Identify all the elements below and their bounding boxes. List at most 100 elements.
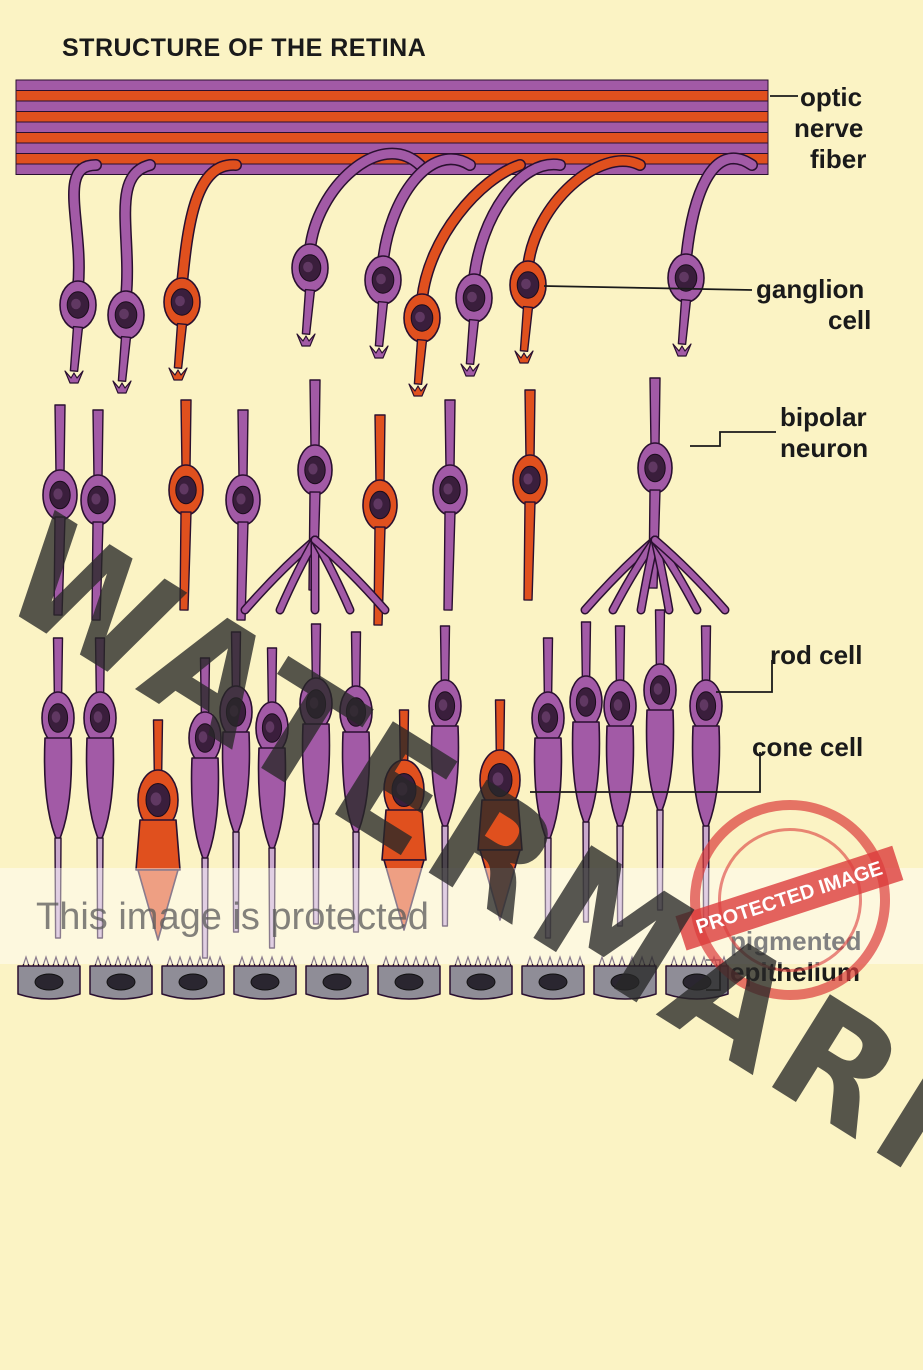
epithelium-villus — [566, 955, 574, 967]
epithelium-villus — [700, 955, 708, 967]
optic-nerve-fiber-bundle — [15, 79, 769, 175]
rod-outer-segment — [201, 857, 209, 959]
nerve-fiber-stripe — [15, 90, 769, 102]
epithelium-villus — [42, 955, 50, 967]
bipolar-axon — [524, 389, 536, 459]
label-optic-nerve-fiber: optic nerve fiber — [794, 82, 866, 175]
epithelium-nucleus — [322, 973, 352, 991]
nucleus-highlight — [150, 792, 162, 806]
nucleus-highlight — [492, 772, 504, 786]
epithelium-villus — [216, 955, 224, 967]
bipolar-dendrite — [523, 501, 536, 601]
epithelium-villus — [206, 955, 214, 967]
epithelium-villus — [268, 955, 276, 967]
nucleus-highlight — [376, 273, 386, 285]
ganglion-axon — [120, 160, 155, 302]
epithelium-nucleus — [250, 973, 280, 991]
synapse-terminal — [296, 333, 316, 347]
epithelium-villus — [608, 955, 616, 967]
bipolar-axon — [444, 399, 456, 469]
ganglion-axon — [417, 160, 525, 305]
epithelium-villus — [360, 955, 368, 967]
rod-inner-segment — [691, 725, 721, 832]
epithelium-nucleus — [466, 973, 496, 991]
label-cone-cell: cone cell — [752, 732, 864, 762]
ganglion-dendrite — [413, 338, 428, 386]
epithelium-villus — [186, 955, 194, 967]
epithelium-villus — [22, 955, 30, 967]
rod-inner-segment — [257, 747, 287, 854]
epithelium-villus — [720, 955, 728, 967]
label-pigmented-epithelium: pigmented epithelium — [730, 926, 861, 988]
nucleus-highlight — [91, 493, 101, 505]
rod-outer-segment — [232, 831, 240, 933]
rod-outer-segment — [96, 837, 104, 939]
nerve-fiber-stripe — [15, 79, 769, 91]
epithelium-villus — [114, 955, 122, 967]
cone-inner-segment — [477, 799, 523, 851]
rod-cell-fiber — [614, 625, 626, 687]
epithelium-villus — [320, 955, 328, 967]
ganglion-axon — [305, 149, 425, 255]
nucleus-highlight — [653, 683, 663, 695]
epithelium-nucleus — [538, 973, 568, 991]
bipolar-dendrite — [443, 511, 456, 611]
epithelium-villus — [494, 955, 502, 967]
epithelium-villus — [638, 955, 646, 967]
epithelium-villus — [670, 955, 678, 967]
nucleus-highlight — [396, 782, 408, 796]
epithelium-villus — [576, 955, 584, 967]
retina-diagram — [15, 79, 798, 1000]
leader-line — [706, 959, 721, 991]
ganglion-axon — [523, 156, 645, 272]
label-line: cell — [828, 305, 872, 335]
epithelium-villus — [258, 955, 266, 967]
bipolar-axon — [649, 377, 661, 447]
nucleus-highlight — [236, 493, 246, 505]
nucleus-highlight — [309, 697, 319, 709]
nucleus-highlight — [541, 711, 551, 723]
bipolar-dendrite — [179, 511, 192, 611]
epithelium-villus — [196, 955, 204, 967]
dendrite-branch — [312, 537, 388, 613]
ganglion-dendrite — [465, 318, 480, 366]
epithelium-villus — [536, 955, 544, 967]
nucleus-highlight — [373, 498, 383, 510]
rod-outer-segment — [352, 831, 360, 933]
bipolar-axon — [309, 379, 321, 449]
nucleus-highlight — [415, 311, 425, 323]
epithelium-villus — [104, 955, 112, 967]
epithelium-villus — [278, 955, 286, 967]
rod-outer-segment — [312, 823, 320, 925]
rod-outer-segment — [544, 837, 552, 939]
leader-line — [716, 660, 773, 693]
nucleus-highlight — [229, 705, 239, 717]
epithelium-villus — [680, 955, 688, 967]
nucleus-highlight — [438, 699, 448, 711]
epithelium-villus — [392, 955, 400, 967]
nerve-fiber-stripe — [15, 121, 769, 133]
rod-cell-fiber — [52, 637, 64, 699]
label-leader-lines — [530, 95, 798, 991]
epithelium-villus — [124, 955, 132, 967]
rod-inner-segment — [301, 723, 331, 830]
label-line: neuron — [780, 433, 869, 463]
rod-cell-fiber — [230, 631, 242, 693]
bipolar-axon — [237, 409, 249, 479]
nucleus-highlight — [308, 463, 318, 475]
epithelium-nucleus — [178, 973, 208, 991]
epithelium-villus — [504, 955, 512, 967]
label-line: bipolar — [780, 402, 867, 432]
nucleus-highlight — [53, 488, 63, 500]
epithelium-villus — [340, 955, 348, 967]
label-line: pigmented — [730, 926, 862, 956]
label-bipolar-neuron: bipolar neuron — [780, 402, 868, 464]
rod-outer-segment — [616, 825, 624, 927]
epithelium-villus — [176, 955, 184, 967]
rod-outer-segment — [582, 821, 590, 923]
epithelium-villus — [648, 955, 656, 967]
epithelium-villus — [628, 955, 636, 967]
ganglion-dendrite — [301, 288, 316, 336]
nucleus-highlight — [613, 699, 623, 711]
bipolar-axon — [92, 409, 104, 479]
